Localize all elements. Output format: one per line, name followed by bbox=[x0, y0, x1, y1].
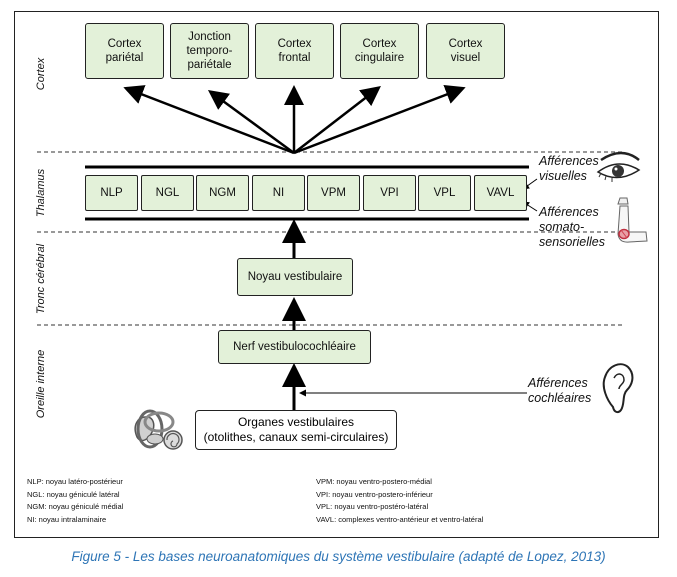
figure-caption: Figure 5 - Les bases neuroanatomiques du… bbox=[71, 549, 606, 564]
arrow-to-jonction-temporo-parietale bbox=[207, 90, 295, 155]
thalamus-nucleus-vavl: VAVL bbox=[474, 175, 527, 211]
cortex-box-parietal: Cortex pariétal bbox=[85, 23, 164, 79]
nerf-vestibulocochleaire-box: Nerf vestibulocochléaire bbox=[218, 330, 371, 364]
figure-frame: Cortex Thalamus Tronc cérébral Oreille i… bbox=[14, 11, 659, 538]
ear-icon bbox=[602, 363, 634, 414]
arrow-to-cortex-cingulaire bbox=[293, 85, 381, 154]
legend-vpm: VPM: noyau ventro-postero-médial bbox=[316, 477, 432, 486]
legend-ni: NI: noyau intralaminaire bbox=[27, 514, 107, 524]
thalamus-nucleus-nlp: NLP bbox=[85, 175, 138, 211]
legend-ngm: NGM: noyau géniculé médial bbox=[27, 502, 124, 511]
legend-vpi: VPI: noyau ventro-postero-inférieur bbox=[316, 489, 433, 499]
legend-left: NLP: noyau latéro-postérieur NGL: noyau … bbox=[27, 476, 123, 526]
level-label-cortex: Cortex bbox=[35, 57, 47, 91]
legend-nlp: NLP: noyau latéro-postérieur bbox=[27, 477, 123, 486]
legend-right: VPM: noyau ventro-postero-médial VPI: no… bbox=[316, 476, 483, 526]
diagram-connections bbox=[37, 85, 648, 450]
afferences-visuelles-label: Afférences visuelles bbox=[539, 154, 599, 183]
arm-icon bbox=[617, 197, 648, 243]
cortex-box-frontal: Cortex frontal bbox=[255, 23, 334, 79]
arrow-to-cortex-parietal bbox=[123, 85, 295, 155]
labyrinth-icon bbox=[134, 409, 183, 450]
legend-vpl: VPL: noyau ventro-postéro-latéral bbox=[316, 502, 429, 511]
thalamus-nucleus-ni: NI bbox=[252, 175, 305, 211]
afferences-somato-label: Afférences somato- sensorielles bbox=[539, 205, 606, 249]
thalamus-nucleus-vpi: VPI bbox=[363, 175, 416, 211]
organes-line-2: (otolithes, canaux semi-circulaires) bbox=[203, 430, 389, 444]
cortex-box-visuel: Cortex visuel bbox=[426, 23, 505, 79]
cortex-box-temporo-parietal: Jonction temporo- pariétale bbox=[170, 23, 249, 79]
thalamus-nucleus-ngl: NGL bbox=[141, 175, 194, 211]
thalamus-nucleus-vpm: VPM bbox=[307, 175, 360, 211]
level-label-inner-ear: Oreille interne bbox=[35, 349, 47, 419]
arrow-to-cortex-visuel bbox=[293, 85, 466, 155]
cortex-box-cingulaire: Cortex cingulaire bbox=[340, 23, 419, 79]
thalamus-nucleus-vpl: VPL bbox=[418, 175, 471, 211]
noyau-vestibulaire-box: Noyau vestibulaire bbox=[237, 258, 353, 296]
organes-vestibulaires-box: Organes vestibulaires (otolithes, canaux… bbox=[195, 410, 397, 450]
level-label-brainstem: Tronc cérébral bbox=[35, 243, 47, 315]
organes-line-1: Organes vestibulaires bbox=[237, 415, 355, 429]
thalamus-nucleus-ngm: NGM bbox=[196, 175, 249, 211]
afferences-cochleaires-label: Afférences cochléaires bbox=[528, 376, 592, 405]
legend-vavl: VAVL: complexes ventro-antérieur et vent… bbox=[316, 514, 484, 524]
legend-ngl: NGL: noyau géniculé latéral bbox=[27, 489, 120, 499]
eye-icon bbox=[596, 151, 641, 182]
